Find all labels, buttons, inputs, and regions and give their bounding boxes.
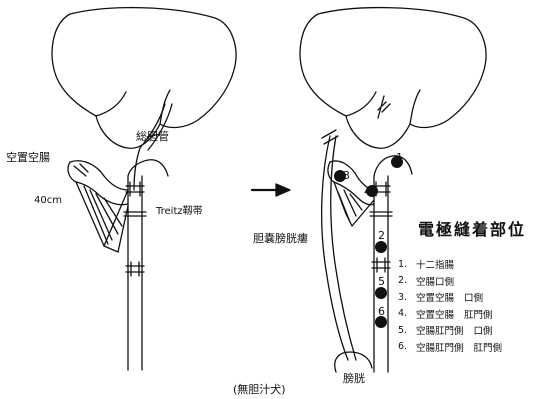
right-bladder — [335, 352, 372, 372]
legend-title: 電極縫着部位 — [418, 222, 526, 238]
left-gut-tube — [128, 176, 142, 370]
legend-side: 肛門側 — [474, 340, 503, 354]
electrode-number-6: 6 — [378, 306, 385, 317]
legend-row: 6. 空腸肛門側 肛門側 — [398, 339, 502, 356]
electrode-number-2: 2 — [378, 230, 385, 241]
legend-row: 1. 十二指腸 — [398, 256, 502, 273]
label-fistula: 胆嚢膀胱瘻 — [253, 233, 308, 244]
right-liver — [300, 8, 486, 149]
electrode-legend: 1. 十二指腸 2. 空腸口側 3. 空置空腸 口側 4. 空置空腸 肛門側 5… — [398, 256, 502, 355]
legend-row: 4. 空置空腸 肛門側 — [398, 306, 502, 323]
legend-number: 6. — [398, 341, 412, 352]
left-liver — [52, 8, 236, 149]
legend-site: 空置空腸 — [416, 290, 454, 304]
left-anatomy — [52, 8, 236, 370]
label-length: 40cm — [34, 196, 62, 206]
legend-number: 1. — [398, 259, 412, 270]
transition-arrow — [252, 184, 290, 196]
legend-number: 2. — [398, 275, 412, 286]
label-treitz: Treitz靱帯 — [156, 207, 203, 217]
legend-side: 口側 — [474, 323, 493, 337]
electrode-number-3: 3 — [343, 170, 350, 181]
legend-row: 5. 空腸肛門側 口側 — [398, 322, 502, 339]
legend-site: 空腸口側 — [416, 274, 454, 288]
electrode-number-5: 5 — [378, 276, 385, 287]
legend-site: 空腸肛門側 — [416, 340, 464, 354]
label-common-bile-duct: 総胆管 — [136, 131, 169, 142]
legend-row: 2. 空腸口側 — [398, 273, 502, 290]
electrode-dot-2 — [375, 241, 387, 253]
legend-site: 空置空腸 — [416, 307, 454, 321]
legend-number: 4. — [398, 308, 412, 319]
electrode-number-1: 1 — [396, 152, 403, 163]
legend-side: 口側 — [464, 290, 483, 304]
electrode-dot-5 — [375, 287, 387, 299]
legend-side: 肛門側 — [464, 307, 493, 321]
legend-number: 3. — [398, 292, 412, 303]
label-jejunum-left: 空置空腸 — [6, 152, 50, 163]
legend-number: 5. — [398, 325, 412, 336]
legend-site: 空腸肛門側 — [416, 323, 464, 337]
label-bladder: 膀胱 — [343, 373, 365, 384]
legend-row: 3. 空置空腸 口側 — [398, 289, 502, 306]
figure-caption: (無胆汁犬) — [233, 384, 286, 395]
right-gut-tube — [374, 176, 388, 372]
legend-site: 十二指腸 — [416, 257, 454, 271]
left-jejunum-loop — [70, 161, 128, 190]
electrode-number-4: 4 — [364, 186, 371, 197]
